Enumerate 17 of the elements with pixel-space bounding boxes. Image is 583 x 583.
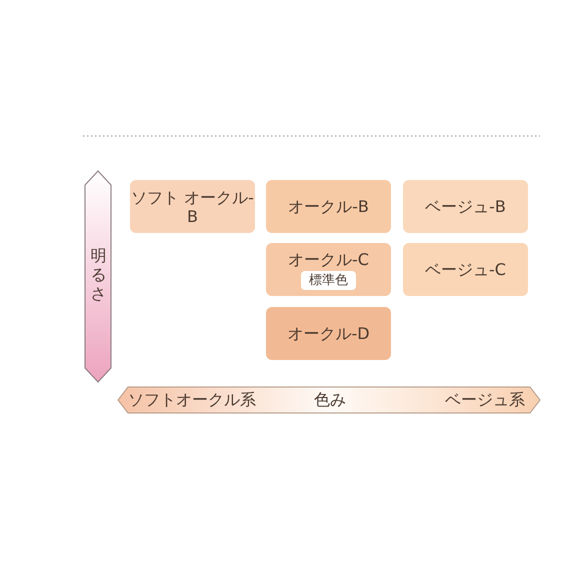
shade-name: オークル-D [287,324,370,343]
shade-box [130,180,255,233]
shade-name: オークル-B [288,197,369,216]
shade-box [266,243,391,296]
shade-name: ベージュ-C [425,260,506,279]
axis-end-label: ベージュ系 [445,390,525,411]
axis-end-label: ソフトオークル系 [128,390,256,411]
shade-box [266,180,391,233]
shade-name: ソフト オークル-B [130,188,255,226]
shade-name: オークル-C [288,250,369,268]
shade-name: ベージュ-B [425,197,506,216]
shade-box [403,180,528,233]
shade-box [266,307,391,360]
axis-label: 色み [314,390,346,411]
axis-label: 明るさ [90,246,107,303]
shade-box [403,243,528,296]
standard-color-tag: 標準色 [301,270,356,290]
